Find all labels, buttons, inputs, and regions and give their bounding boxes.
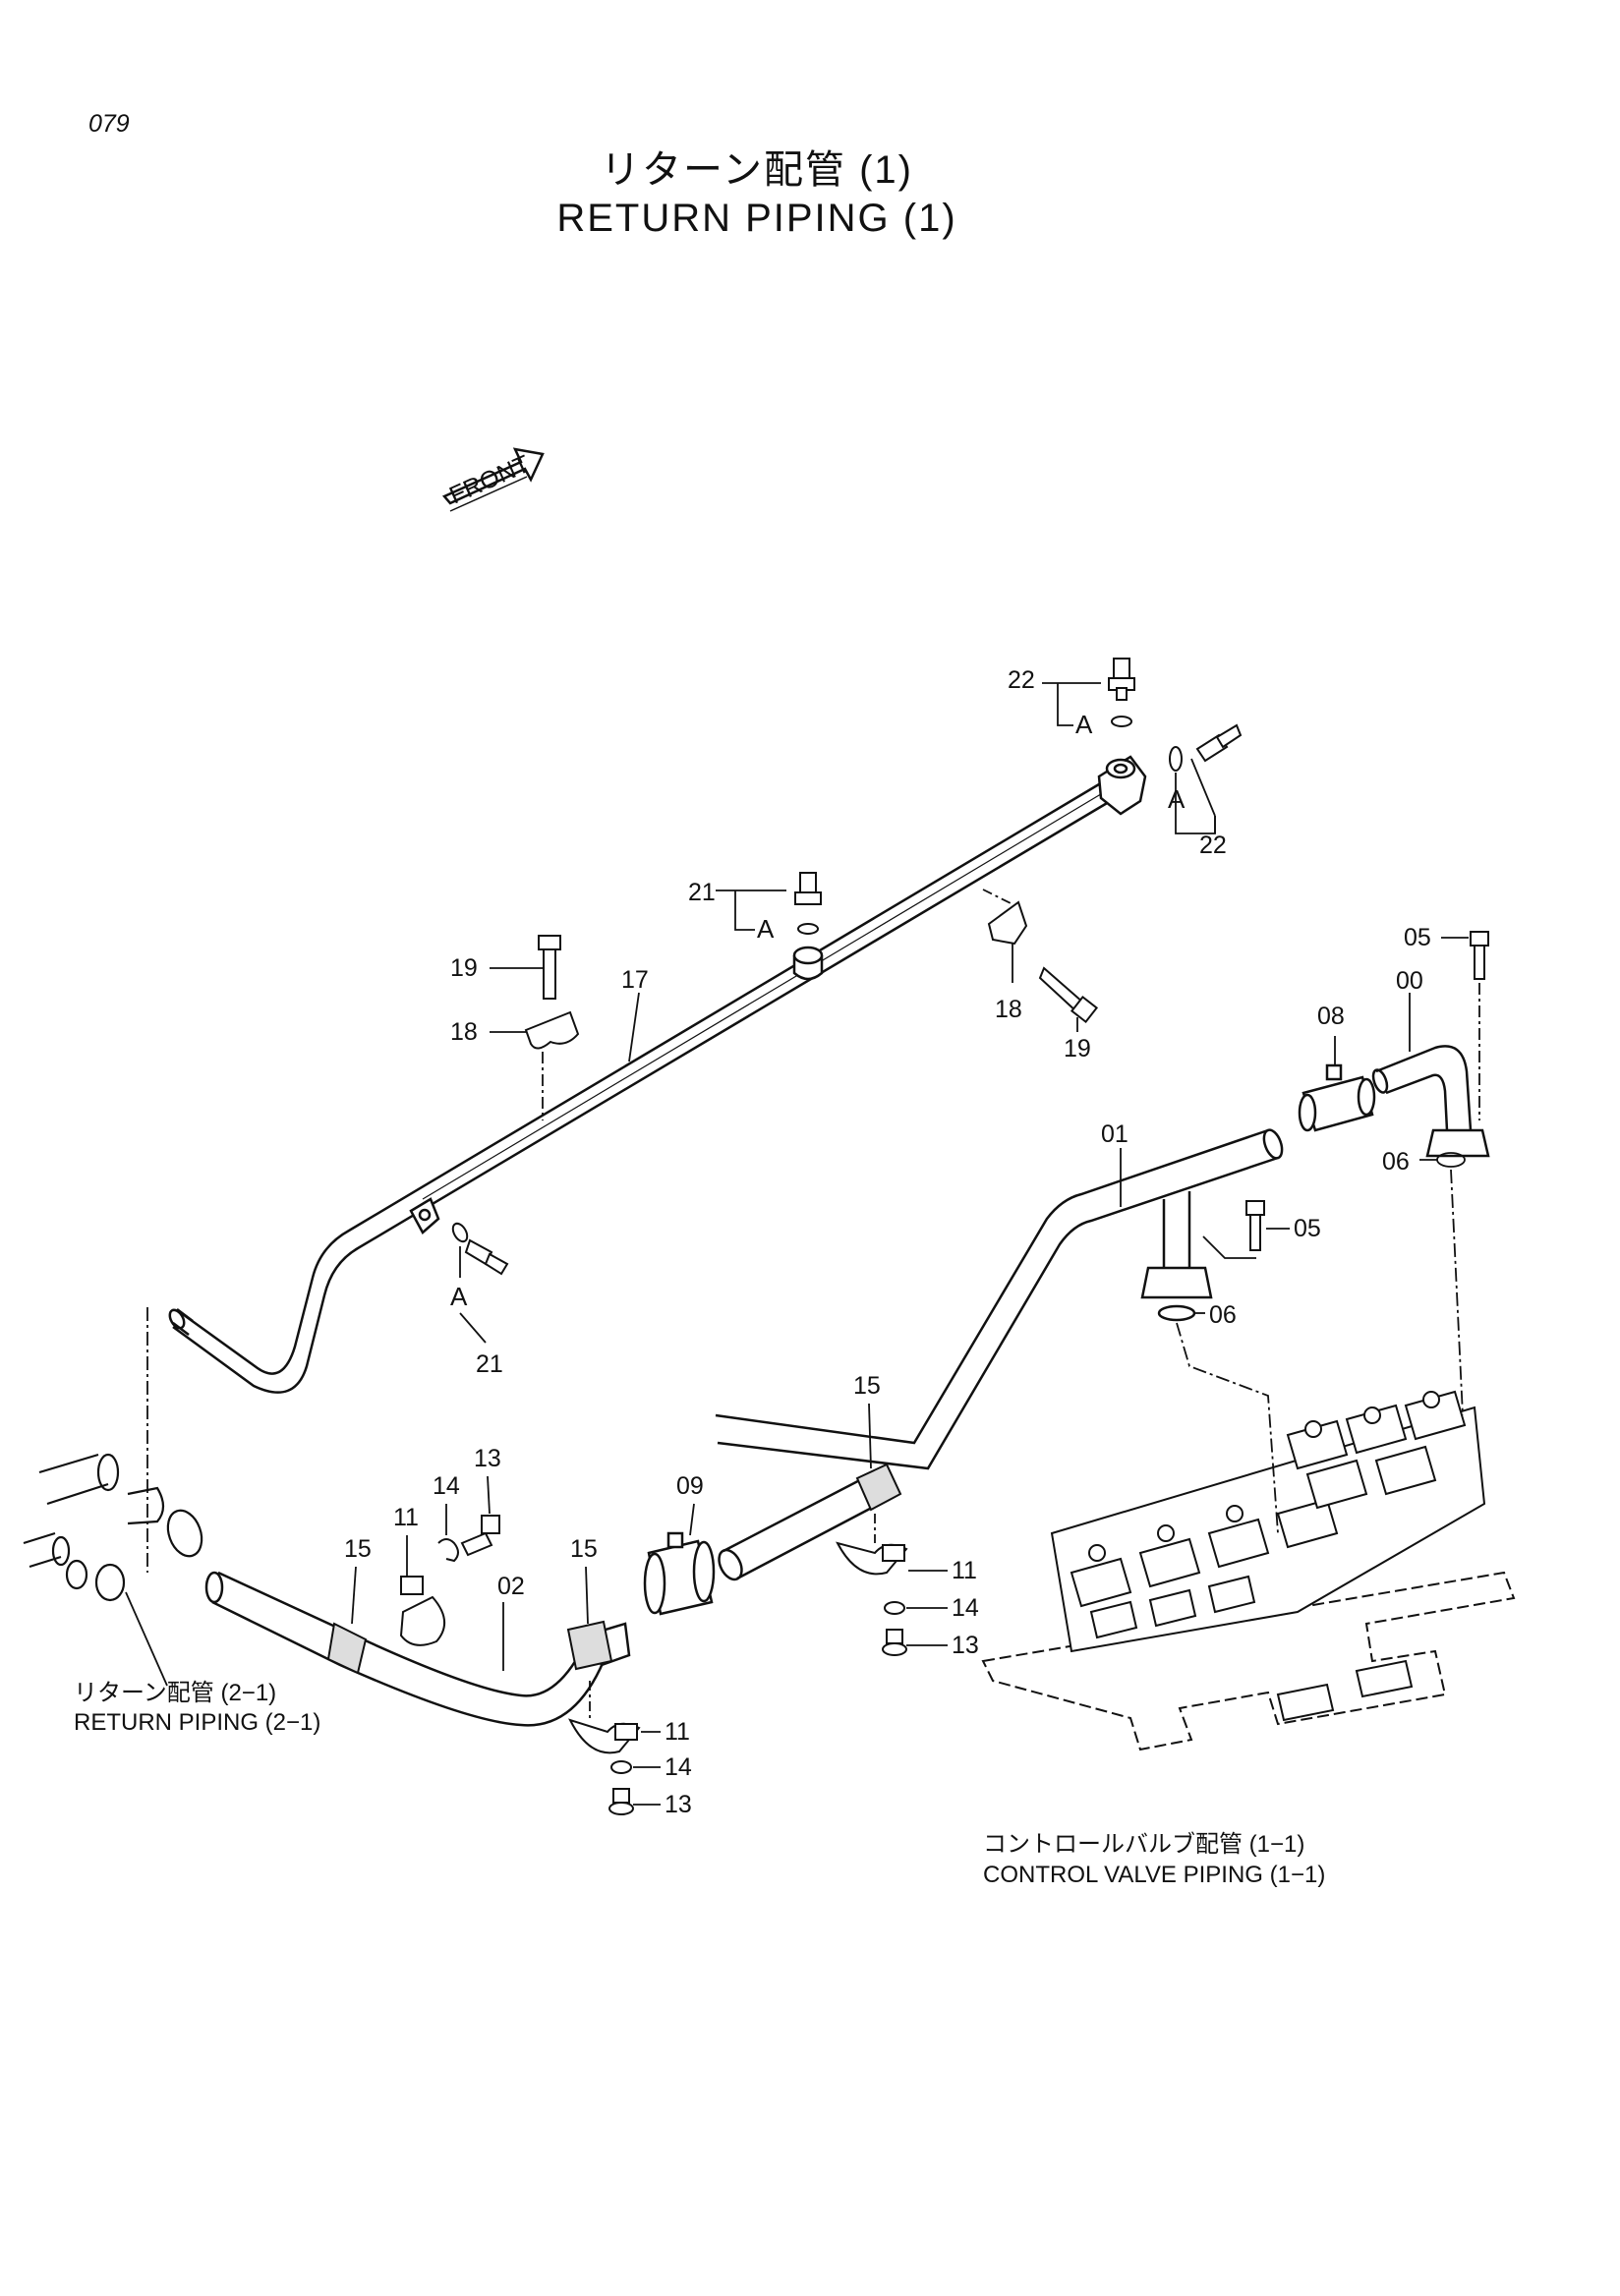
hose-ends-left xyxy=(23,1453,203,1602)
hose-segment-middle xyxy=(718,1470,888,1581)
fitting-22-side xyxy=(1169,723,1243,772)
callout-11-bottom: 11 xyxy=(665,1718,690,1746)
callout-15-middle: 15 xyxy=(853,1372,881,1400)
callout-21-middle: 21 xyxy=(688,879,716,906)
hose-02 xyxy=(204,1571,631,1727)
connector-09 xyxy=(643,1531,716,1616)
clamp-11-middle xyxy=(836,1541,908,1576)
washer-14-middle xyxy=(884,1601,905,1615)
callout-05-lower: 05 xyxy=(1294,1215,1321,1242)
callout-a-22-side: A xyxy=(1168,784,1186,814)
hose-band-15-right xyxy=(566,1620,613,1671)
leaders-control-valve xyxy=(1176,1169,1464,1534)
clamp-11-left xyxy=(399,1576,445,1646)
leaders-18-19-right xyxy=(982,889,1078,1032)
callout-a-22-top: A xyxy=(1075,710,1093,739)
boss-fitting-middle xyxy=(792,946,824,981)
fitting-21-middle xyxy=(794,872,822,935)
callout-15-right: 15 xyxy=(570,1535,598,1563)
page-number: 079 xyxy=(88,110,130,138)
leaders-11-13-14-bottom xyxy=(589,1681,661,1806)
washer-14-left xyxy=(437,1538,459,1563)
leaders-return-2-1 xyxy=(125,1307,168,1687)
callout-00: 00 xyxy=(1396,967,1423,995)
callout-17: 17 xyxy=(621,966,649,994)
callout-19-right: 19 xyxy=(1064,1035,1091,1062)
pipe-01 xyxy=(715,1128,1284,1470)
callout-08: 08 xyxy=(1317,1003,1345,1030)
page-title-english: RETURN PIPING (1) xyxy=(556,197,957,240)
elbow-00 xyxy=(1371,1045,1490,1158)
hose-band-15-left xyxy=(326,1622,368,1675)
connector-08 xyxy=(1298,1063,1376,1132)
leaders-11-13-14-middle xyxy=(874,1514,948,1646)
front-arrow-icon: FRONT xyxy=(441,447,545,512)
pipe-end-block-right xyxy=(1097,755,1147,816)
bolt-13-middle xyxy=(882,1629,907,1656)
callout-11-left: 11 xyxy=(393,1504,419,1531)
ref-return-piping-2-1-ja: リターン配管 (2−1) xyxy=(74,1680,277,1706)
fitting-21-lower xyxy=(451,1222,509,1276)
callout-06-lower: 06 xyxy=(1209,1301,1237,1329)
washer-14-bottom xyxy=(610,1760,632,1774)
leaders-11-13-14-left xyxy=(406,1475,491,1577)
callout-18-left: 18 xyxy=(450,1018,478,1046)
bolt-05-upper xyxy=(1470,931,1489,980)
callout-14-left: 14 xyxy=(433,1472,460,1500)
callout-13-left: 13 xyxy=(474,1445,501,1472)
callout-01: 01 xyxy=(1101,1120,1128,1148)
clamp-18-right xyxy=(987,900,1099,1024)
callout-11-middle: 11 xyxy=(952,1557,977,1584)
pipe-end-block-left xyxy=(409,1197,440,1234)
leaders-05-lower xyxy=(1202,1228,1290,1259)
callout-15-left: 15 xyxy=(344,1535,372,1563)
front-label: FRONT xyxy=(445,450,534,510)
callout-18-right: 18 xyxy=(995,996,1022,1023)
callout-02: 02 xyxy=(497,1573,525,1600)
control-valve-assembly xyxy=(981,1390,1516,1751)
callout-13-bottom: 13 xyxy=(665,1791,692,1818)
callout-22-top: 22 xyxy=(1008,666,1035,694)
leaders-21-middle xyxy=(716,890,786,931)
callout-21-lower: 21 xyxy=(476,1350,503,1378)
return-pipe-17 xyxy=(168,775,1131,1394)
leaders-22 xyxy=(1042,682,1216,834)
leaders-21-lower xyxy=(459,1246,487,1344)
fitting-22-top xyxy=(1108,658,1135,727)
callout-05-upper: 05 xyxy=(1404,924,1431,951)
bolt-13-bottom xyxy=(608,1788,634,1815)
ref-control-valve-piping-ja: コントロールバルブ配管 (1−1) xyxy=(983,1831,1305,1858)
ref-return-piping-2-1-en: RETURN PIPING (2−1) xyxy=(74,1709,321,1736)
callout-a-21-middle: A xyxy=(757,914,775,944)
callout-13-middle: 13 xyxy=(952,1632,979,1659)
bolt-13-left xyxy=(460,1515,500,1557)
clamp-11-bottom xyxy=(568,1718,641,1754)
callout-06-upper: 06 xyxy=(1382,1148,1410,1176)
callout-14-bottom: 14 xyxy=(665,1753,692,1781)
bolt-05-lower xyxy=(1245,1200,1265,1251)
callout-22-side: 22 xyxy=(1199,832,1227,859)
leaders-00-05-06-upper xyxy=(1409,937,1480,1168)
callout-19-left: 19 xyxy=(450,954,478,982)
hose-band-15-middle xyxy=(855,1463,902,1512)
page-title-japanese: リターン配管 (1) xyxy=(601,148,913,192)
callout-09: 09 xyxy=(676,1472,704,1500)
ref-control-valve-piping-en: CONTROL VALVE PIPING (1−1) xyxy=(983,1862,1326,1888)
leaders-18-19-left xyxy=(490,967,544,1120)
bolt-19-left xyxy=(538,935,561,1000)
callout-14-middle: 14 xyxy=(952,1594,979,1622)
callout-a-21-lower: A xyxy=(450,1282,468,1311)
clamp-18-left xyxy=(524,1010,580,1050)
